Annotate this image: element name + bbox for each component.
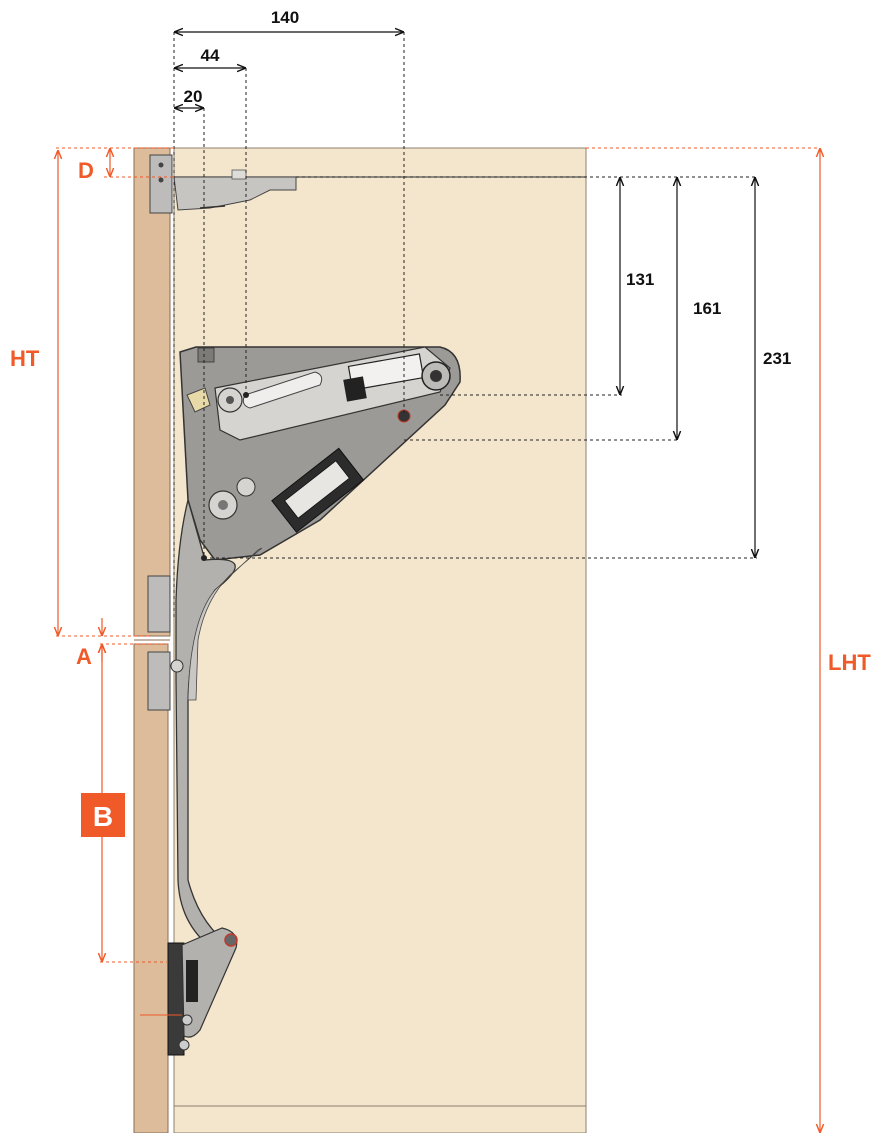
dimension-D: D [78,148,110,183]
reference-points [201,392,249,561]
label-20: 20 [184,87,203,106]
door-lower [133,643,169,1134]
dimension-HT: HT [10,150,58,636]
door-upper [133,147,171,637]
label-LHT: LHT [828,650,871,675]
label-HT: HT [10,346,40,371]
dimension-131: 131 [620,177,654,395]
dimension-20: 20 [174,87,204,108]
label-131: 131 [626,270,654,289]
bottom-hinge [167,927,238,1056]
door-plate-lower [147,651,171,711]
label-B: B [93,801,113,832]
dimension-140: 140 [174,8,404,32]
label-161: 161 [693,299,721,318]
dimension-LHT: LHT [820,148,871,1133]
badge-B [81,793,125,837]
dimension-B: B [81,644,125,962]
top-hinge [149,154,297,214]
dimension-161: 161 [677,177,721,440]
label-A: A [76,644,92,669]
lever-arm [170,497,263,956]
cabinet-panel [173,147,587,1134]
label-231: 231 [763,349,791,368]
label-D: D [78,158,94,183]
dimension-231: 231 [755,177,791,558]
dimension-44: 44 [174,46,246,68]
dimension-A: A [76,618,102,669]
reference-lines-red [56,147,820,963]
label-140: 140 [271,8,299,27]
lift-mechanism [179,346,461,561]
door-plate-upper [147,575,171,633]
label-44: 44 [201,46,220,65]
